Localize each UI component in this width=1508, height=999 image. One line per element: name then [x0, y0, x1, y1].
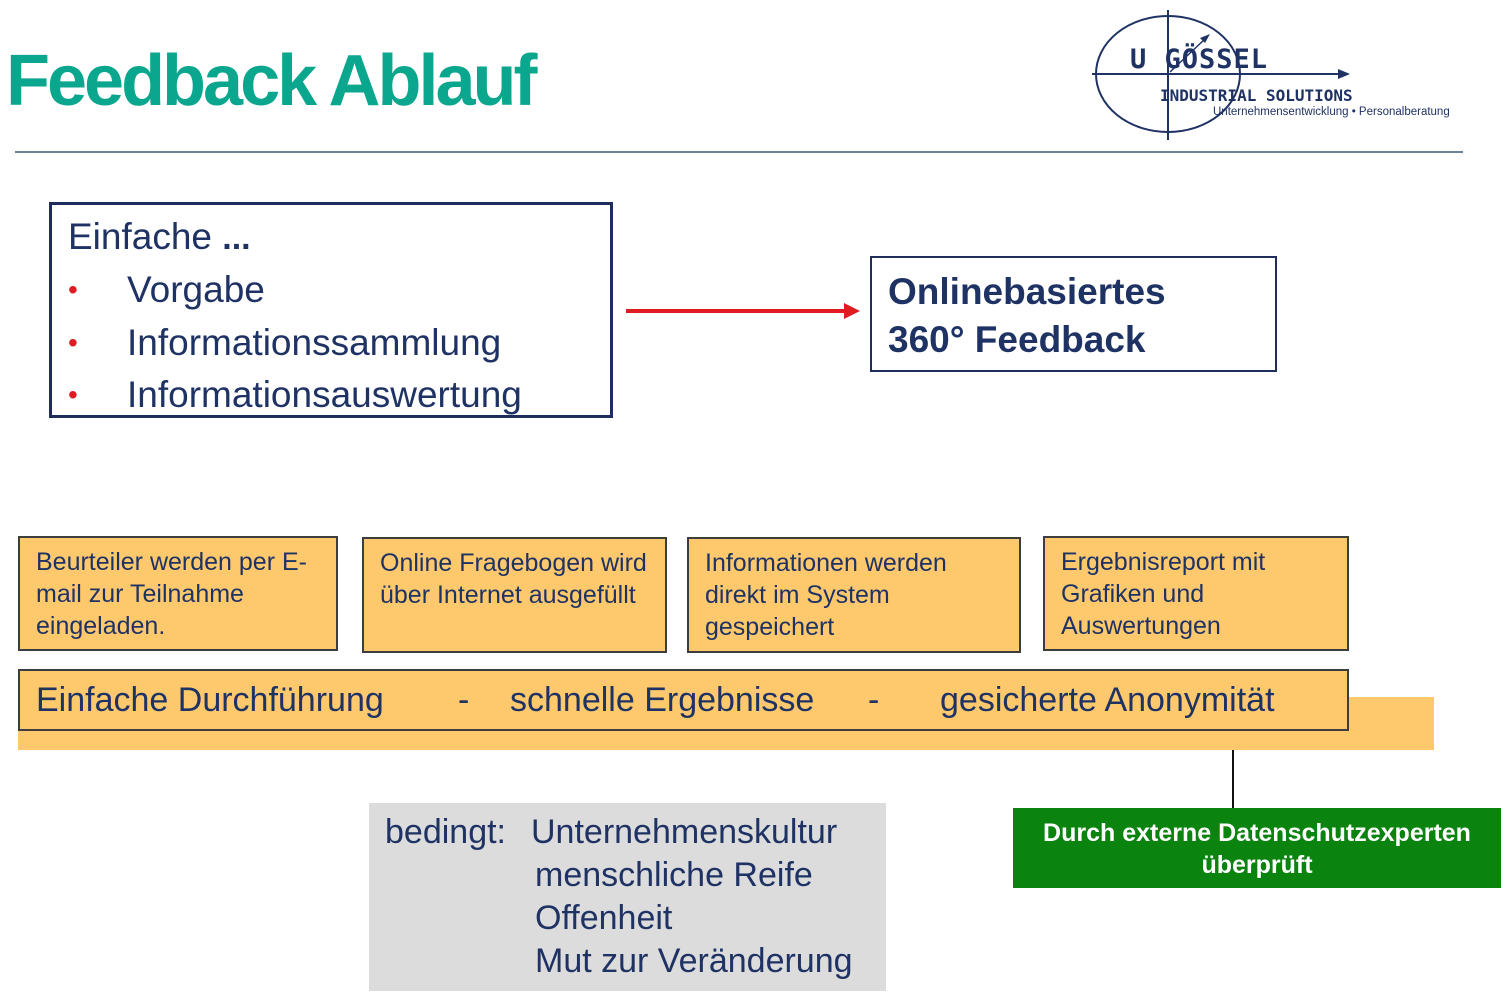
right-arrow-icon	[624, 296, 864, 326]
condition-item: Offenheit	[535, 899, 673, 937]
conditions-box: bedingt: Unternehmenskultur menschliche …	[369, 803, 886, 991]
bullet-item: •Informationsauswertung	[68, 369, 610, 422]
band-separator: -	[868, 681, 880, 719]
einfache-box: Einfache ... •Vorgabe •Informationssamml…	[49, 202, 613, 418]
logo-tagline: Unternehmensentwicklung • Personalberatu…	[1213, 106, 1450, 118]
online-box-line2: 360° Feedback	[888, 319, 1146, 360]
page-title: Feedback Ablauf	[6, 41, 537, 121]
condition-item: Unternehmenskultur	[531, 813, 838, 851]
band-separator: -	[458, 681, 470, 719]
band-text-anonymitaet: gesicherte Anonymität	[940, 681, 1275, 719]
benefits-band: Einfache Durchführung - schnelle Ergebni…	[18, 669, 1349, 731]
bullet-item: •Vorgabe	[68, 264, 610, 317]
step-box-questionnaire: Online Fragebogen wird über Internet aus…	[362, 537, 667, 653]
datenschutz-line1: Durch externe Datenschutzexperten	[1043, 819, 1471, 847]
online-feedback-box: Onlinebasiertes 360° Feedback	[870, 256, 1277, 372]
company-logo: U GÖSSEL INDUSTRIAL SOLUTIONS Unternehme…	[1088, 8, 1478, 148]
connector-line	[1232, 750, 1234, 808]
logo-subtitle: INDUSTRIAL SOLUTIONS	[1160, 86, 1353, 105]
step-box-report: Ergebnisreport mit Grafiken und Auswertu…	[1043, 536, 1349, 651]
header-divider	[15, 151, 1463, 153]
logo-crosshair-icon	[1092, 10, 1350, 140]
datenschutz-box: Durch externe Datenschutzexperten überpr…	[1013, 808, 1501, 888]
step-box-storage: Informationen werden direkt im System ge…	[687, 537, 1021, 653]
conditions-list: Unternehmenskultur menschliche Reife Off…	[531, 811, 853, 983]
conditions-label: bedingt:	[385, 813, 506, 851]
bullet-icon: •	[68, 379, 78, 410]
step-box-invitation: Beurteiler werden per E-mail zur Teilnah…	[18, 536, 338, 651]
band-text-ergebnisse: schnelle Ergebnisse	[510, 681, 815, 719]
bullet-item: •Informationssammlung	[68, 317, 610, 370]
condition-item: Mut zur Veränderung	[535, 942, 853, 980]
condition-item: menschliche Reife	[535, 856, 813, 894]
bullet-icon: •	[68, 274, 78, 305]
logo-brand: U GÖSSEL	[1130, 44, 1269, 75]
datenschutz-line2: überprüft	[1201, 851, 1313, 879]
einfache-heading: Einfache ...	[68, 216, 251, 257]
band-text-durchfuehrung: Einfache Durchführung	[36, 681, 384, 719]
bullet-icon: •	[68, 326, 78, 358]
online-box-line1: Onlinebasiertes	[888, 271, 1166, 312]
